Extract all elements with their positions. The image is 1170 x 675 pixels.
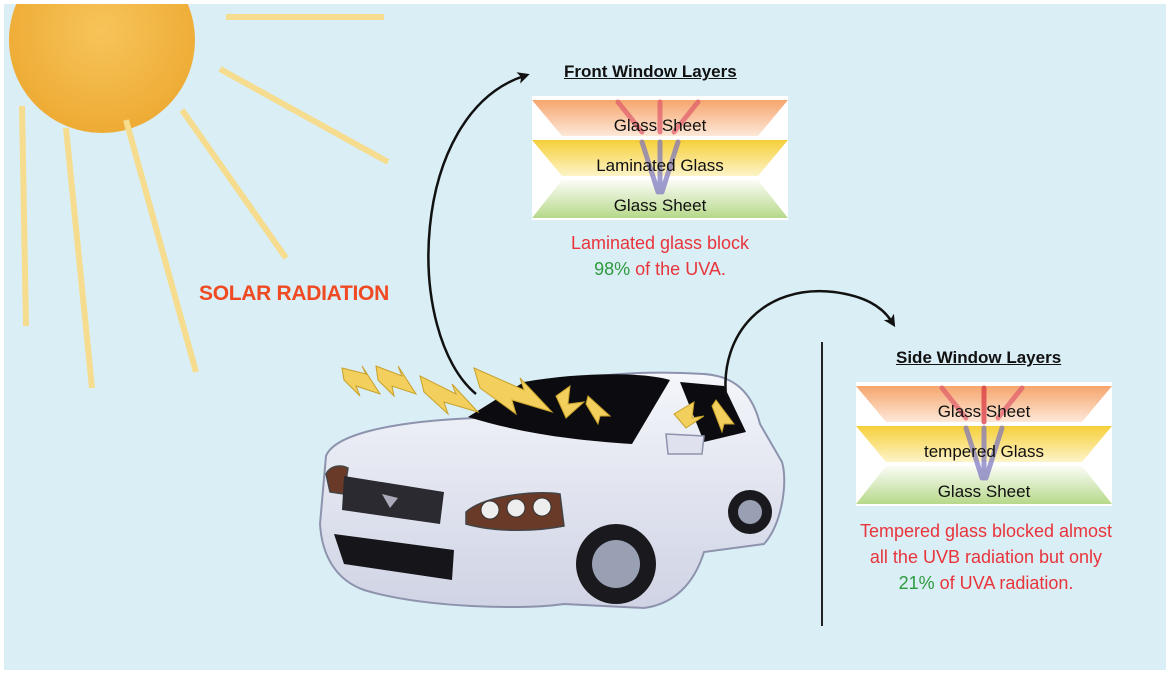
side-caption-line-1: Tempered glass blocked almost — [859, 521, 1113, 541]
front-window-title: Front Window Layers — [564, 62, 737, 81]
illustration — [9, 4, 896, 626]
front-caption-line-1: Laminated glass block — [570, 233, 750, 253]
uv-ray-arrows — [341, 365, 735, 434]
solar-radiation-label: SOLAR RADIATION — [199, 282, 389, 305]
car-illustration — [318, 371, 786, 610]
diagram-canvas: SOLAR RADIATION Front Window Layers Glas — [4, 4, 1166, 670]
front-layer-3-label: Glass Sheet — [613, 196, 707, 215]
side-layer-graphic — [856, 382, 1112, 506]
side-layer-2-label: tempered Glass — [924, 442, 1044, 461]
front-arrow — [427, 72, 530, 395]
front-layer-2-label: Laminated Glass — [596, 156, 724, 175]
side-caption: Tempered glass blocked almost all the UV… — [836, 518, 1136, 596]
front-layer-1-label: Glass Sheet — [613, 116, 707, 135]
sun-rays — [19, 14, 390, 389]
side-uva-percentage: 21% — [898, 573, 935, 593]
side-caption-line-3: 21% of UVA radiation. — [836, 570, 1136, 596]
side-caption-line-2: all the UVB radiation but only — [869, 547, 1103, 567]
side-arrow — [724, 289, 896, 397]
front-caption-rest: of the UVA. — [630, 259, 726, 279]
side-layer-1-label: Glass Sheet — [937, 402, 1031, 421]
front-caption: Laminated glass block 98% of the UVA. — [532, 230, 788, 282]
front-caption-line-2: 98% of the UVA. — [532, 256, 788, 282]
front-layer-graphic — [532, 96, 788, 220]
front-window-layer-stack: Glass Sheet Laminated Glass Glass Sheet — [532, 96, 788, 220]
side-caption-rest: of UVA radiation. — [934, 573, 1074, 593]
sun-icon — [9, 4, 195, 133]
side-window-title: Side Window Layers — [896, 348, 1062, 367]
side-window-layer-stack: Glass Sheet tempered Glass Glass Sheet — [856, 382, 1112, 506]
front-uva-percentage: 98% — [594, 259, 631, 279]
side-layer-3-label: Glass Sheet — [937, 482, 1031, 501]
